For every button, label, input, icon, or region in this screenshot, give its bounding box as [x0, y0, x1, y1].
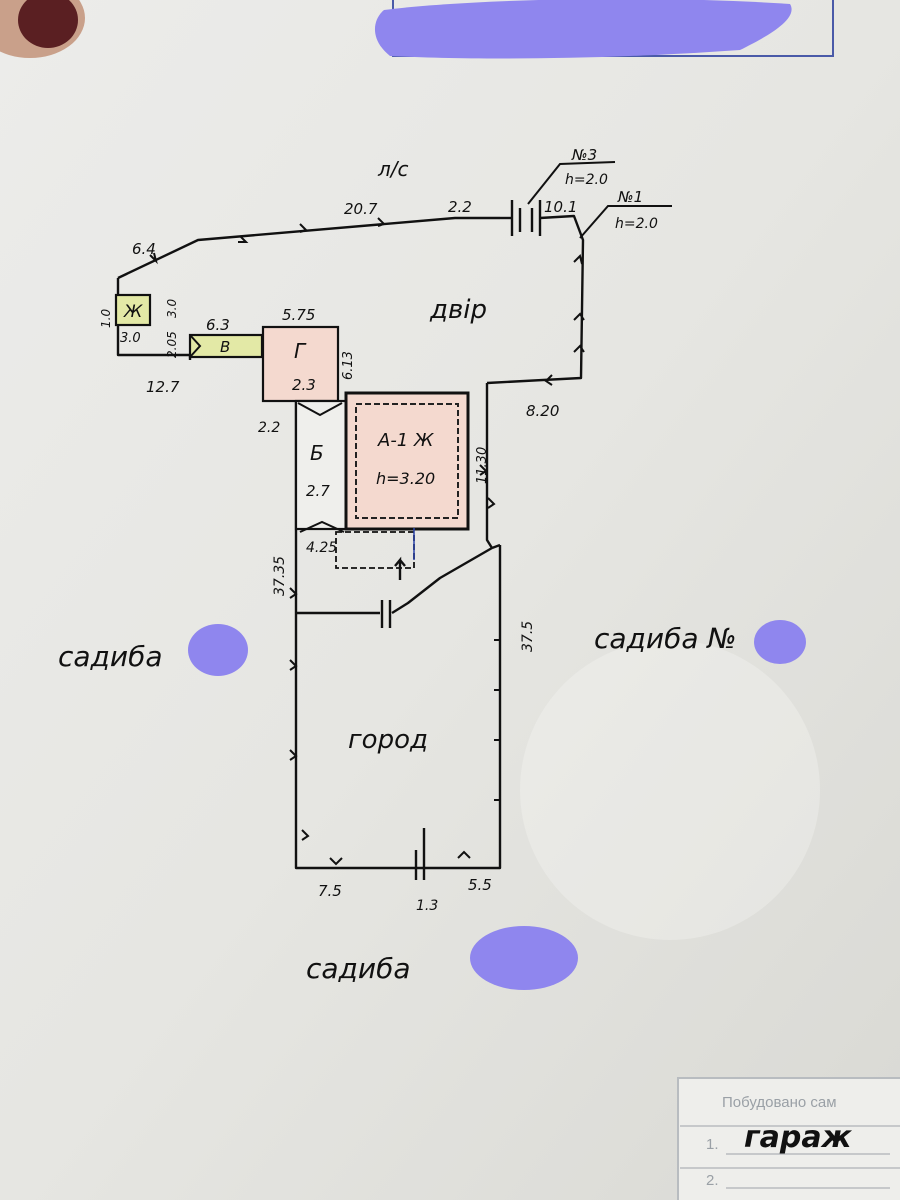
neighbor-left-redaction: [188, 624, 248, 676]
dim-left-long: 37.35: [272, 556, 288, 596]
stamp-box: [677, 1077, 900, 1200]
dim-a-side: 11.30: [475, 447, 490, 484]
dim-left-bottom: 12.7: [146, 378, 180, 396]
building-g: [261, 325, 340, 403]
building-b-door: [297, 402, 343, 417]
gate-garden: [380, 600, 392, 628]
garden-label: город: [348, 725, 428, 755]
building-g-size: 2.3: [292, 376, 316, 394]
gate-n3-label: №3: [571, 146, 597, 164]
porch-arrow: [394, 556, 406, 580]
building-b-letter: Б: [310, 441, 324, 465]
property-boundary: [116, 214, 585, 870]
dim-right-side: 8.20: [526, 402, 559, 420]
dim-top-long: 20.7: [344, 200, 378, 218]
stamp-row1-num: 1.: [706, 1136, 719, 1153]
building-b: [294, 399, 348, 531]
porch-steps: [299, 520, 345, 533]
dim-bottom-right: 5.5: [468, 876, 492, 894]
dim-v-h: 2.05: [165, 331, 179, 358]
neighbor-right: садиба №: [594, 622, 737, 655]
dim-top-left: 6.4: [132, 240, 156, 258]
building-a-inner: [355, 403, 459, 519]
building-a-height: h=3.20: [376, 469, 435, 488]
building-a-letter: А-1 Ж: [377, 430, 434, 451]
yard-label: двір: [429, 295, 487, 325]
stamp-row2-num: 2.: [706, 1172, 719, 1189]
dim-v-w: 6.3: [206, 316, 230, 334]
gate-bottom: [410, 828, 430, 880]
dim-b-top: 2.2: [258, 420, 280, 436]
dim-top-mid: 2.2: [448, 198, 472, 216]
gate-n1-label: №1: [617, 188, 643, 206]
dim-top-right: 10.1: [544, 198, 577, 216]
dim-v-side: 3.0: [165, 299, 179, 318]
gate-n3-height: h=2.0: [565, 172, 608, 188]
neighbor-bottom: садиба: [306, 952, 411, 985]
fence-ticks: [149, 217, 585, 866]
building-zh-letter: Ж: [123, 302, 143, 322]
dim-g-h: 6.13: [341, 351, 356, 380]
neighbor-right-redaction: [754, 620, 806, 664]
dim-bottom-gate: 1.3: [416, 898, 438, 914]
building-v-letter: В: [220, 338, 230, 356]
top-redaction: [375, 0, 792, 59]
dim-right-long: 37.5: [520, 621, 536, 652]
building-b-size: 2.7: [306, 482, 330, 500]
dim-g-w: 5.75: [282, 306, 315, 324]
building-a: [344, 391, 470, 531]
dim-bottom-left: 7.5: [318, 882, 342, 900]
dim-zh-w: 3.0: [120, 331, 141, 346]
building-g-letter: Г: [294, 339, 307, 363]
dim-porch: 4.25: [306, 540, 337, 556]
neighbor-left: садиба: [58, 640, 163, 673]
neighbor-bottom-redaction: [470, 926, 578, 990]
gate-n1-height: h=2.0: [615, 216, 658, 232]
gate-top: [500, 200, 542, 236]
building-v-door: [189, 334, 202, 358]
street-label: л/с: [377, 157, 409, 181]
dim-zh-h: 1.0: [99, 309, 113, 328]
paper-glare: [520, 640, 820, 940]
fingernail: [18, 0, 78, 48]
stamp-row1-value: гараж: [744, 1120, 852, 1155]
gate-leaders: [527, 161, 672, 239]
stamp-header: Побудовано сам: [722, 1094, 837, 1111]
building-zh: [114, 293, 152, 327]
